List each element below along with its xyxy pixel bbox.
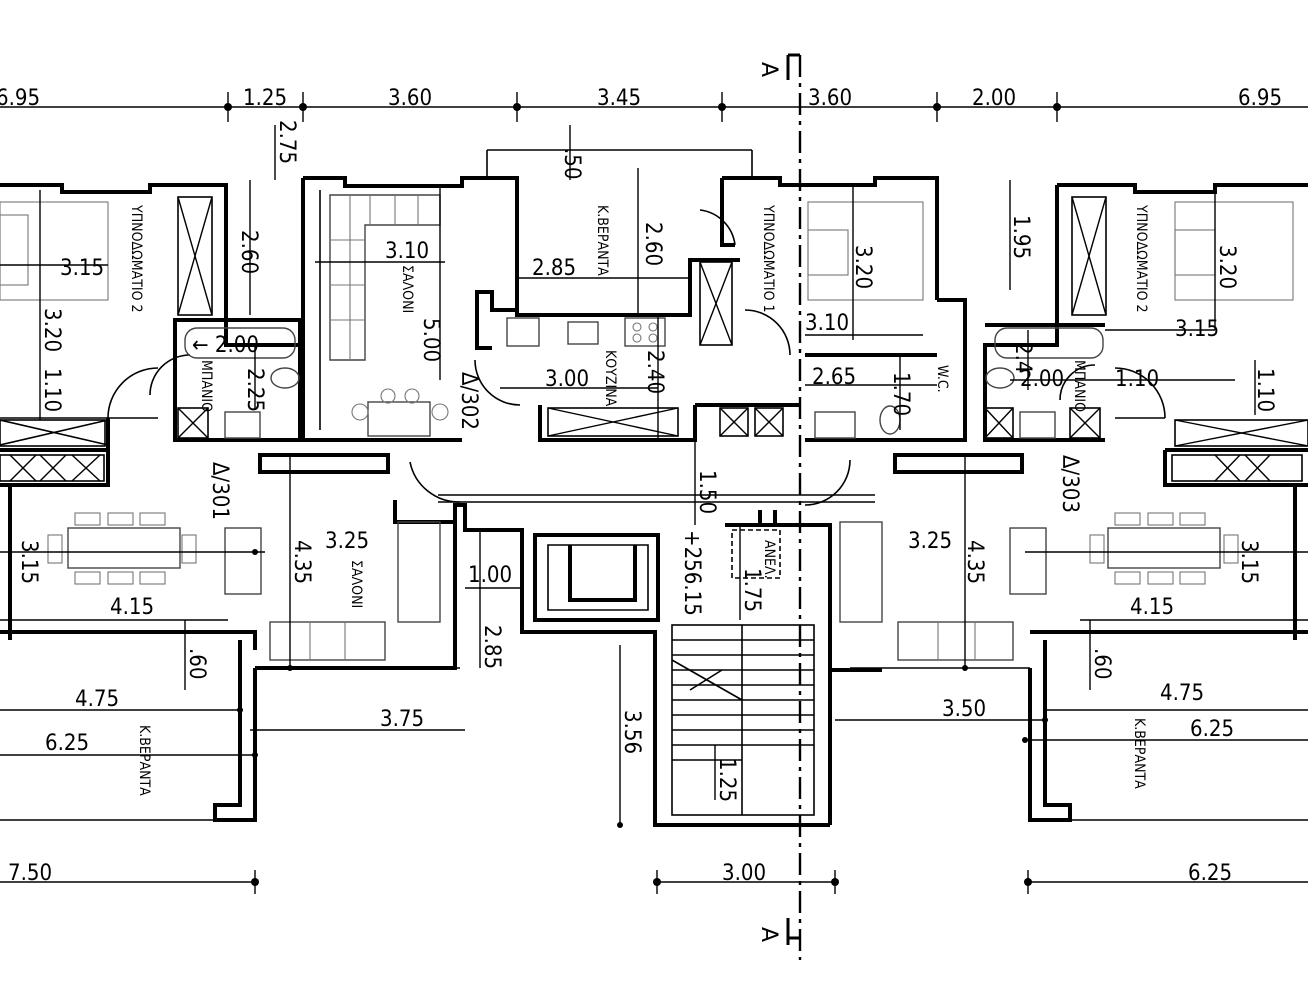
top-dim-3: 3.45 (597, 86, 641, 111)
dim-110-c: 1.10 (1252, 368, 1277, 412)
dim-625-a: 6.25 (45, 731, 89, 756)
section-marker-bottom: A (756, 927, 781, 942)
dim-435-b: 4.35 (962, 540, 987, 584)
apartment-d302: Δ/302 (456, 372, 481, 430)
bottom-dim-1: 3.00 (722, 861, 766, 886)
dim-315-d: 3.15 (1236, 540, 1261, 584)
walls (0, 149, 1308, 827)
room-living-top: ΣΑΛΟΝΙ (399, 265, 415, 313)
dim-415-b: 4.15 (1130, 595, 1174, 620)
dim-110-a: 1.10 (39, 368, 64, 412)
dim-060-b: .60 (1089, 648, 1114, 679)
bottom-dim-2: 6.25 (1188, 861, 1232, 886)
bottom-dim-0: 7.50 (8, 861, 52, 886)
room-living-left: ΣΑΛΟΝΙ (348, 560, 364, 608)
room-bedroom2-right: ΥΠΝΟΔΩΜΑΤΙΟ 2 (1133, 204, 1149, 313)
dim-125: 1.25 (714, 758, 739, 802)
dim-225: 2.25 (242, 368, 267, 412)
dim-320-a: 3.20 (39, 308, 64, 352)
room-wc: W.C. (934, 365, 950, 393)
dim-240-a: 2.40 (642, 350, 667, 394)
room-bath-right: ΜΠΑΝΙΟ (1071, 360, 1087, 412)
dim-625-b: 6.25 (1190, 717, 1234, 742)
room-veranda-top: Κ.ΒΕΡΑΝΤΑ (594, 205, 610, 276)
dim-100: 1.00 (468, 563, 512, 588)
dim-195: 1.95 (1008, 215, 1033, 259)
room-bedroom2-left: ΥΠΝΟΔΩΜΑΤΙΟ 2 (128, 204, 144, 313)
dim-435-a: 4.35 (289, 540, 314, 584)
dim-350: 3.50 (942, 697, 986, 722)
room-labels: ΥΠΝΟΔΩΜΑΤΙΟ 2 ΜΠΑΝΙΟ ΣΑΛΟΝΙ Κ.ΒΕΡΑΝΤΑ ΚΟ… (128, 204, 1149, 796)
top-dim-1: 1.25 (243, 86, 287, 111)
dim-415-a: 4.15 (110, 595, 154, 620)
dim-325-b: 3.25 (908, 529, 952, 554)
furniture (0, 194, 1294, 816)
dim-320-b: 3.20 (850, 245, 875, 289)
dim-356: 3.56 (619, 710, 644, 754)
dim-375: 3.75 (380, 707, 424, 732)
room-veranda-left: Κ.ΒΕΡΑΝΤΑ (136, 725, 152, 796)
dim-325-a: 3.25 (325, 529, 369, 554)
dim-200-a: ← 2.00 (192, 333, 259, 358)
dim-060-a: .60 (184, 648, 209, 679)
dim-315-a: 3.15 (60, 256, 104, 281)
room-bedroom1: ΥΠΝΟΔΩΜΑΤΙΟ 1 (760, 204, 776, 313)
dim-260-a: 2.60 (236, 230, 261, 274)
dim-285-b: 2.85 (479, 625, 504, 669)
dim-310-b: 3.10 (805, 311, 849, 336)
room-veranda-right: Κ.ΒΕΡΑΝΤΑ (1131, 718, 1147, 789)
room-bath-left: ΜΠΑΝΙΟ (198, 360, 214, 412)
dim-110-b: 1.10 (1115, 367, 1159, 392)
top-dim-5: 2.00 (972, 86, 1016, 111)
dim-260-b: 2.60 (640, 222, 665, 266)
top-dim-0: 6.95 (0, 86, 40, 111)
top-dim-4: 3.60 (808, 86, 852, 111)
dim-265: 2.65 (812, 365, 856, 390)
doors (107, 209, 1166, 506)
dim-170: 1.70 (888, 372, 913, 416)
dim-275: 2.75 (274, 120, 299, 164)
bottom-dimension-chain: 7.50 3.00 6.25 (0, 861, 1308, 894)
dimension-texts: 2.75 .50 3.15 3.20 1.10 2.60 ← 2.00 2.25… (16, 120, 1277, 802)
section-marker-top: A (756, 62, 781, 77)
internal-dimension-lines (0, 125, 1308, 828)
top-dim-6: 6.95 (1238, 86, 1282, 111)
apartment-d303: Δ/303 (1057, 455, 1082, 513)
dim-500: 5.00 (418, 318, 443, 362)
wardrobes (0, 196, 1308, 482)
dim-315-c: 3.15 (16, 540, 41, 584)
dim-315-b: 3.15 (1175, 317, 1219, 342)
top-dimension-chain: 6.95 1.25 3.60 3.45 3.60 2.00 6.95 (0, 86, 1308, 122)
dim-150: 1.50 (694, 470, 719, 514)
dim-310-a: 3.10 (385, 239, 429, 264)
level-mark: +256.15 (679, 530, 704, 616)
dim-285-a: 2.85 (532, 256, 576, 281)
dim-050: .50 (559, 148, 584, 179)
dim-300-a: 3.00 (545, 367, 589, 392)
dim-240-b: 2.4 (1010, 342, 1035, 373)
dim-320-c: 3.20 (1214, 245, 1239, 289)
dim-200-b: 2.00 (1020, 367, 1064, 392)
room-lift: ΑΝΕΛ. (761, 540, 777, 579)
dim-475-b: 4.75 (1160, 681, 1204, 706)
top-dim-2: 3.60 (388, 86, 432, 111)
apartment-labels: Δ/301 Δ/302 Δ/303 +256.15 (207, 372, 1082, 616)
staircase (671, 529, 815, 816)
room-kitchen: ΚΟΥΖΙΝΑ (602, 350, 618, 407)
dim-475-a: 4.75 (75, 687, 119, 712)
section-axis: A A (756, 53, 802, 960)
dim-175: 1.75 (739, 568, 764, 612)
apartment-d301: Δ/301 (207, 462, 232, 520)
